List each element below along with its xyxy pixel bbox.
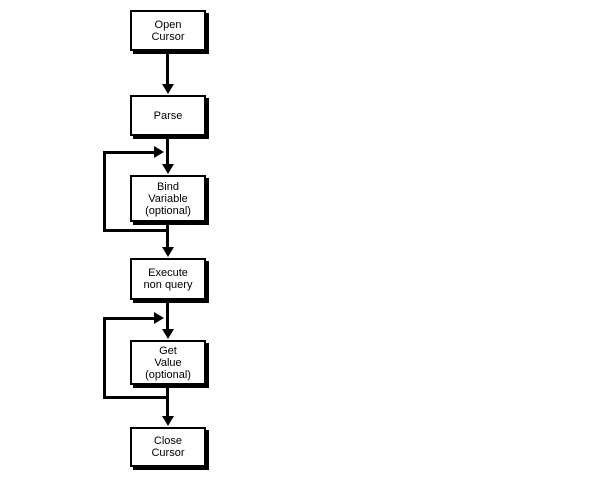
node-bind-variable: Bind Variable (optional) xyxy=(130,175,206,222)
arrowhead-right-icon xyxy=(154,146,164,158)
node-get-value: Get Value (optional) xyxy=(130,340,206,385)
arrowhead-down-icon xyxy=(162,416,174,426)
arrowhead-right-icon xyxy=(154,312,164,324)
edge-execute-to-get-line xyxy=(166,300,169,330)
arrowhead-down-icon xyxy=(162,329,174,339)
node-parse: Parse xyxy=(130,95,206,136)
node-open-cursor: Open Cursor xyxy=(130,10,206,51)
node-close-cursor: Close Cursor xyxy=(130,427,206,467)
bind-loop-top-line xyxy=(103,151,155,154)
get-loop-left-line xyxy=(103,317,106,399)
arrowhead-down-icon xyxy=(162,164,174,174)
get-loop-bottom-line xyxy=(103,396,169,399)
bind-loop-bottom-line xyxy=(103,229,169,232)
edge-parse-to-bind-line xyxy=(166,135,169,165)
get-loop-top-line xyxy=(103,317,155,320)
edge-bind-to-execute-line xyxy=(166,222,169,248)
arrowhead-down-icon xyxy=(162,247,174,257)
edge-get-to-close-line xyxy=(166,385,169,417)
edge-open-to-parse-line xyxy=(166,50,169,85)
arrowhead-down-icon xyxy=(162,84,174,94)
node-execute-non-query: Execute non query xyxy=(130,258,206,300)
bind-loop-left-line xyxy=(103,151,106,232)
